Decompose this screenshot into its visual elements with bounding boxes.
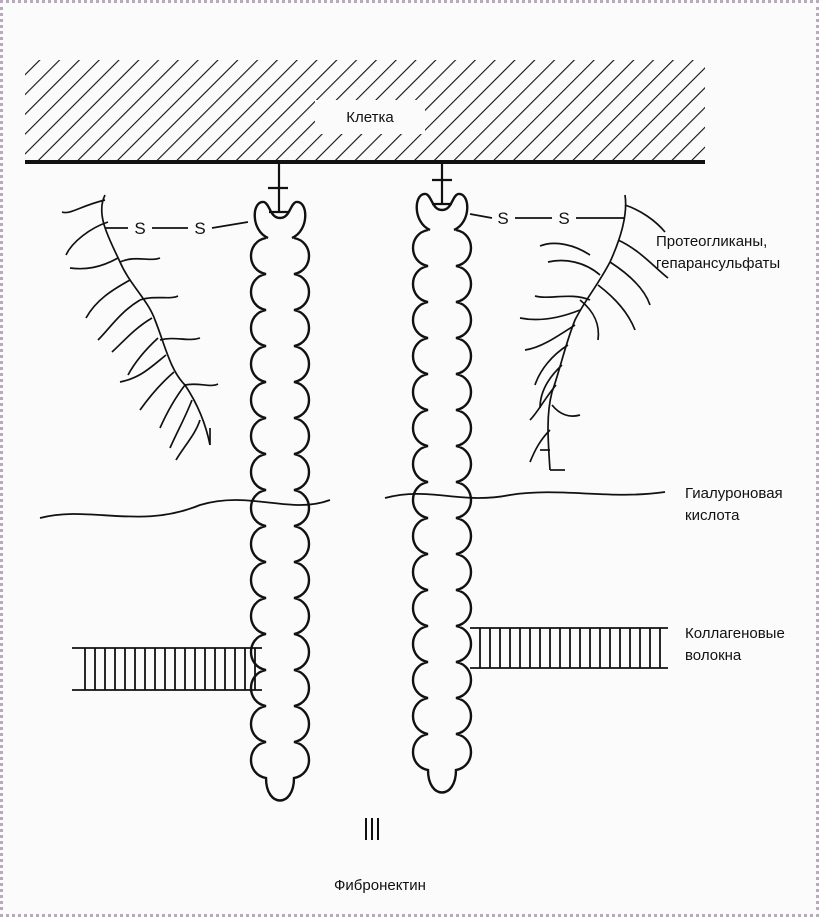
sulfur-label: S xyxy=(134,219,145,238)
proteoglycans-label: Протеогликаны, xyxy=(656,233,767,250)
cell-label: Клетка xyxy=(346,109,394,126)
collagen-fibers-label-line2: волокна xyxy=(685,647,742,664)
disulfide-bridge-left: S S xyxy=(105,219,248,238)
proteoglycan-right xyxy=(520,195,668,470)
sulfur-label: S xyxy=(497,209,508,228)
collagen-fiber-right xyxy=(470,628,668,668)
cell-membrane: Клетка xyxy=(25,60,705,162)
sulfur-label: S xyxy=(558,209,569,228)
disulfide-bridge-right: S S xyxy=(470,209,625,228)
bleed-through-text xyxy=(250,175,490,775)
receptor-right xyxy=(432,162,452,204)
hyaluronic-acid-label-line2: кислота xyxy=(685,507,740,524)
collagen-fibers-label: Коллагеновые xyxy=(685,625,785,642)
fibronectin-label: Фибронектин xyxy=(334,877,426,894)
sulfur-label: S xyxy=(194,219,205,238)
collagen-fiber-left xyxy=(72,648,262,690)
heparan-sulfates-label: гепарансульфаты xyxy=(656,255,780,272)
hyaluronic-acid-label: Гиалуроновая xyxy=(685,485,783,502)
disulfide-bonds-bottom xyxy=(366,818,378,840)
receptor-left xyxy=(268,162,289,212)
hyaluronic-acid xyxy=(40,492,665,518)
